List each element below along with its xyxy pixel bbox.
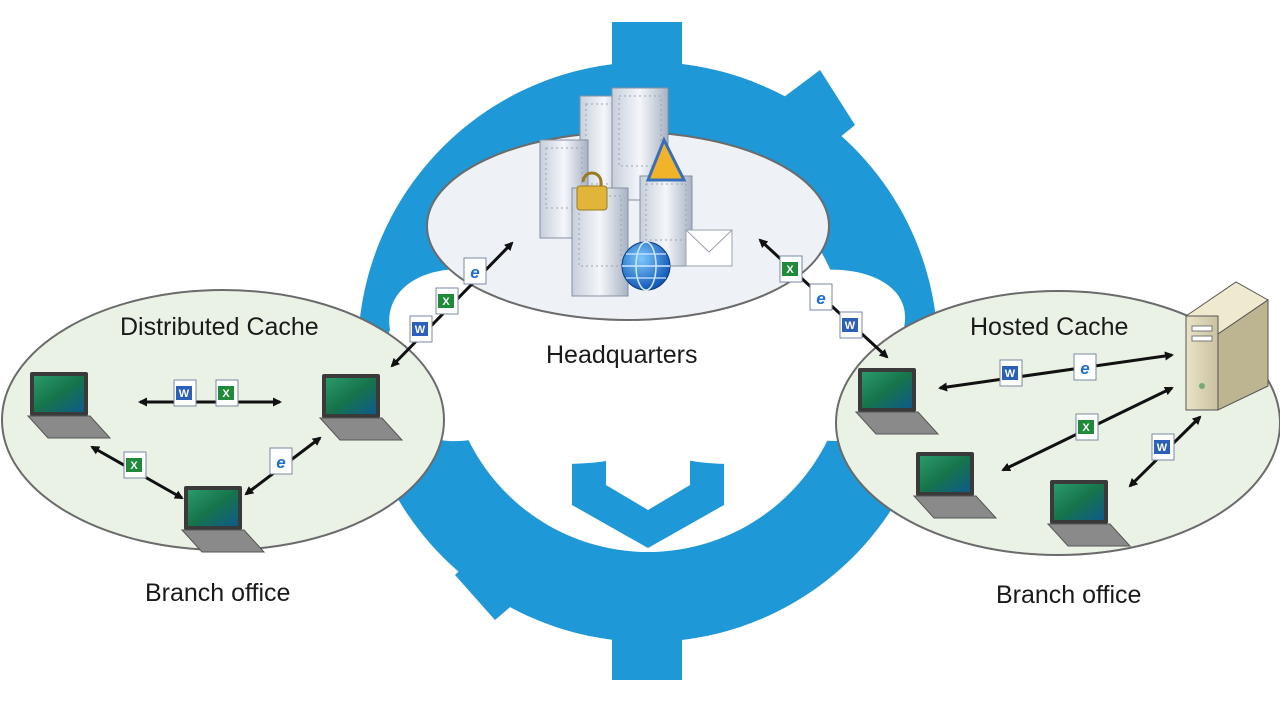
word-document-icon: W — [409, 315, 433, 343]
svg-text:W: W — [415, 324, 426, 336]
excel-document-icon: X — [123, 451, 147, 479]
word-document-icon: W — [999, 359, 1023, 387]
laptop-icon — [1046, 480, 1132, 547]
excel-document-icon: X — [435, 287, 459, 315]
ie-document-icon: e — [1073, 353, 1097, 381]
svg-text:W: W — [179, 388, 190, 400]
headquarters-servers — [539, 87, 733, 297]
svg-text:W: W — [1157, 442, 1168, 454]
svg-text:e: e — [470, 263, 479, 282]
globe-icon — [621, 241, 671, 291]
word-document-icon: W — [1151, 433, 1175, 461]
mail-envelope-icon — [685, 229, 733, 267]
app-triangle-icon — [645, 136, 687, 182]
hosted-cache-label: Hosted Cache — [970, 313, 1129, 341]
ie-document-icon: e — [809, 283, 833, 311]
arrow — [938, 351, 1174, 392]
hosted-cache-server-icon — [1185, 281, 1269, 411]
svg-text:e: e — [1080, 359, 1089, 378]
document-icons: W W W W W X X — [123, 255, 1175, 479]
branch-office-right-label: Branch office — [996, 581, 1142, 609]
ie-document-icon: e — [463, 257, 487, 285]
branch-office-left-label: Branch office — [145, 579, 291, 607]
ie-document-icon: e — [269, 447, 293, 475]
excel-document-icon: X — [1075, 413, 1099, 441]
svg-text:W: W — [845, 320, 856, 332]
laptop-icon — [912, 452, 998, 519]
svg-text:X: X — [442, 296, 450, 308]
svg-text:X: X — [786, 264, 794, 276]
distributed-cache-label: Distributed Cache — [120, 313, 319, 341]
laptop-icon — [318, 374, 404, 441]
laptop-icon — [854, 368, 940, 435]
svg-text:X: X — [1082, 422, 1090, 434]
svg-text:e: e — [276, 453, 285, 472]
word-document-icon: W — [173, 379, 197, 407]
svg-text:X: X — [130, 460, 138, 472]
laptop-icon — [26, 372, 112, 439]
excel-document-icon: X — [215, 379, 239, 407]
lock-icon — [576, 171, 608, 211]
svg-text:W: W — [1005, 368, 1016, 380]
svg-text:e: e — [816, 289, 825, 308]
word-document-icon: W — [839, 311, 863, 339]
svg-text:X: X — [222, 388, 230, 400]
excel-document-icon: X — [779, 255, 803, 283]
headquarters-label: Headquarters — [546, 341, 698, 369]
gear-inner-chevron — [572, 435, 724, 548]
laptop-icon — [180, 486, 266, 553]
